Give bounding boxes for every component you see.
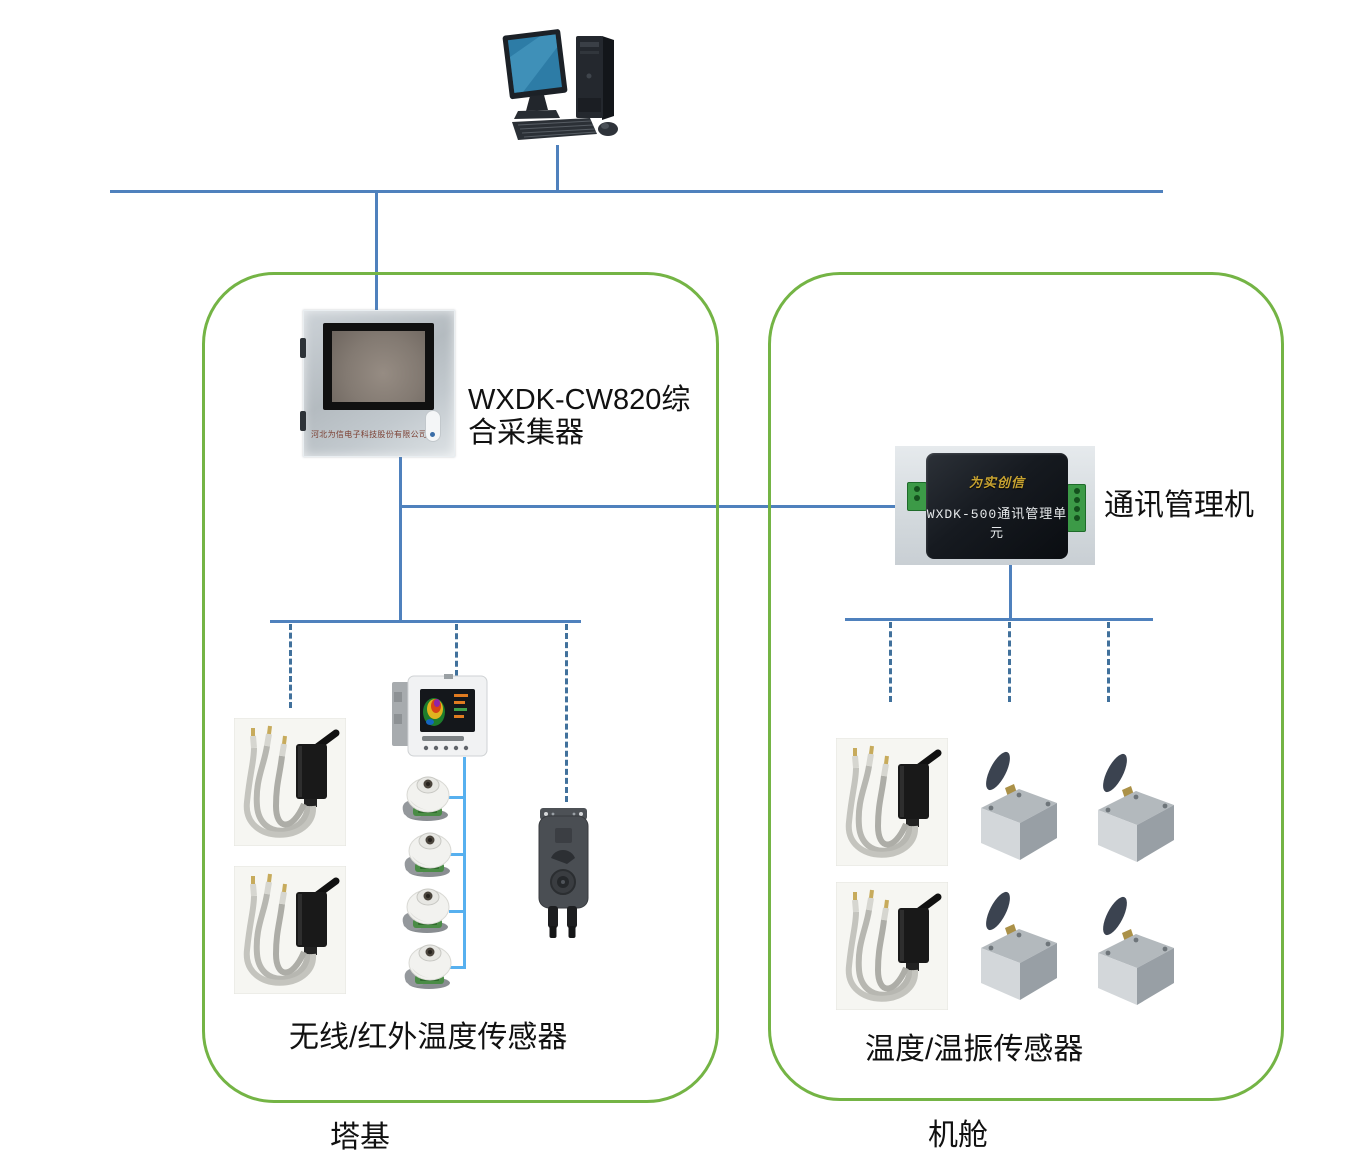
collector-label-line1: WXDK-CW820综 <box>468 384 691 416</box>
comm-unit-logo: 为实创信 <box>968 475 1025 490</box>
wireless-temp-sensor-cables <box>234 718 346 846</box>
monitoring-computer-icon <box>502 29 618 140</box>
hinge-tab <box>300 411 306 431</box>
comm-unit-model-text: WXDK-500通讯管理单元 <box>926 507 1068 541</box>
right-dashed-link-2 <box>1008 622 1011 702</box>
infrared-camera-sensor <box>537 806 590 940</box>
dome-stub-3 <box>449 910 465 913</box>
left-dashed-link-2 <box>455 624 458 676</box>
right-dashed-link-1 <box>889 622 892 702</box>
comm-unit-body: 为实创信 WXDK-500通讯管理单元 <box>926 453 1068 559</box>
infrared-dome-sensor <box>397 772 455 822</box>
right-sensors-label: 温度/温振传感器 <box>865 1033 1084 1066</box>
collector-nameplate: 河北为信电子科技股份有限公司 <box>311 430 427 439</box>
wxdk-cw820-collector-device: 河北为信电子科技股份有限公司 <box>300 310 455 457</box>
comm-down-line <box>1009 561 1012 621</box>
left-dashed-link-1 <box>289 624 292 708</box>
left-dashed-link-3 <box>565 624 568 802</box>
infrared-dome-sensor <box>397 884 455 934</box>
temp-sensor-cables <box>836 882 948 1010</box>
vibration-sensor-box <box>973 748 1063 860</box>
collector-handle-button <box>425 410 441 442</box>
wxdk-500-comm-unit-device: 为实创信 WXDK-500通讯管理单元 <box>895 446 1095 565</box>
bus-to-collector-line <box>375 192 378 311</box>
terminal-block-right <box>1067 484 1086 532</box>
infrared-dome-sensor <box>399 828 457 878</box>
tower-base-zone-box <box>202 272 719 1103</box>
temp-sensor-cables <box>836 738 948 866</box>
infrared-dome-sensor <box>399 940 457 990</box>
collector-to-comm-line <box>399 505 899 508</box>
hinge-tab <box>300 338 306 358</box>
collector-screen <box>332 331 425 402</box>
dome-stub-2 <box>449 853 465 856</box>
collector-down-line <box>399 455 402 622</box>
right-dashed-link-3 <box>1107 622 1110 702</box>
comm-manager-label: 通讯管理机 <box>1104 489 1254 522</box>
tower-base-zone-label: 塔基 <box>330 1121 390 1154</box>
left-sensor-bus-line <box>270 620 581 623</box>
handle-dot <box>430 432 435 437</box>
collector-label-line2: 合采集器 <box>468 417 585 449</box>
dome-chain-line <box>463 757 466 969</box>
nacelle-zone-label: 机舱 <box>928 1119 988 1152</box>
nacelle-zone-box <box>768 272 1284 1101</box>
vibration-sensor-box <box>973 888 1063 1000</box>
vibration-sensor-box <box>1090 750 1180 862</box>
left-sensors-label: 无线/红外温度传感器 <box>289 1021 568 1054</box>
computer-drop-line <box>556 145 559 192</box>
wireless-temp-sensor-cables <box>234 866 346 994</box>
terminal-block-left <box>907 482 927 511</box>
dome-stub-1 <box>449 796 465 799</box>
vibration-sensor-box <box>1090 893 1180 1005</box>
top-bus-line <box>110 190 1163 193</box>
collector-screen-frame <box>323 323 434 410</box>
collector-label: WXDK-CW820综 合采集器 <box>468 384 693 450</box>
infrared-thermal-collector <box>392 674 488 758</box>
dome-stub-4 <box>449 966 465 969</box>
right-sensor-bus-line <box>845 618 1153 621</box>
